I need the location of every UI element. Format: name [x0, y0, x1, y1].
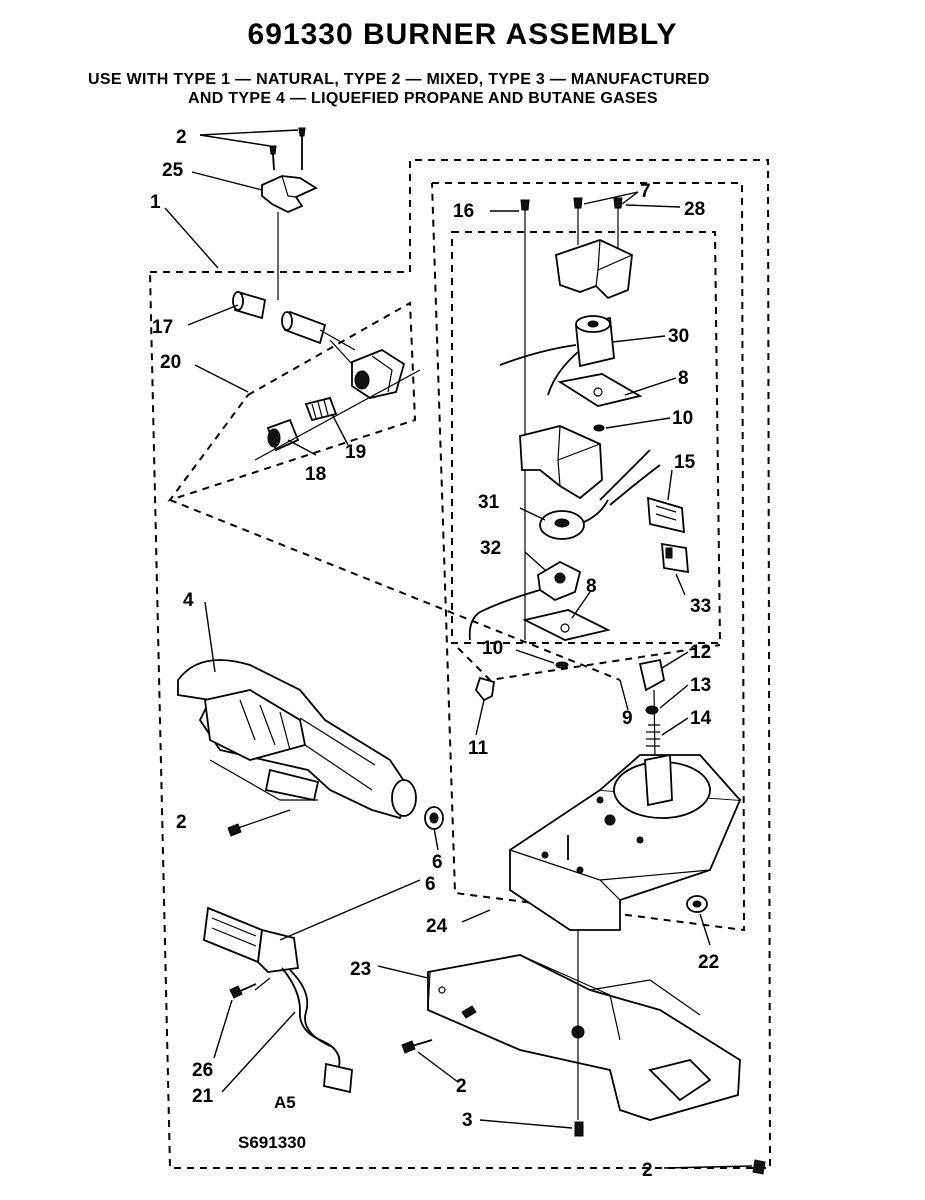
- part-orifice-18: [266, 418, 300, 452]
- part-labels: 2 25 1 17 20 18 19 16 7 28 30 8 10 15 31…: [150, 127, 719, 1181]
- label-18: 18: [305, 464, 326, 485]
- label-3: 3: [462, 1110, 473, 1131]
- label-8-upper: 8: [678, 368, 689, 389]
- label-11: 11: [468, 738, 489, 759]
- label-2-top: 2: [176, 127, 187, 148]
- label-13: 13: [690, 675, 711, 696]
- label-19: 19: [345, 442, 366, 463]
- label-20: 20: [160, 352, 181, 373]
- label-33: 33: [690, 596, 711, 617]
- label-23: 23: [350, 959, 371, 980]
- label-30: 30: [668, 326, 689, 347]
- label-14: 14: [690, 708, 712, 729]
- label-21: 21: [192, 1086, 214, 1107]
- screw-26: [229, 983, 257, 999]
- screw-2-lower: [401, 1039, 433, 1054]
- label-26: 26: [192, 1060, 213, 1081]
- label-1: 1: [150, 192, 161, 213]
- part-bracket-25: [261, 175, 318, 213]
- orifice-group-boundary: [167, 301, 417, 502]
- label-7: 7: [640, 181, 651, 202]
- nut-22: [686, 895, 708, 913]
- diagram-subtitle: USE WITH TYPE 1 — NATURAL, TYPE 2 — MIXE…: [88, 70, 848, 108]
- innermost-thermostat-boundary: [451, 231, 722, 644]
- label-8-lower: 8: [586, 576, 597, 597]
- part-top-bracket: [555, 239, 633, 300]
- clip-11: [474, 676, 496, 702]
- label-9: 9: [622, 708, 633, 729]
- washer-10-upper: [593, 424, 605, 432]
- screw-2-bottom: [752, 1159, 766, 1175]
- part-bracket-23: [427, 930, 741, 1121]
- label-16: 16: [453, 201, 474, 222]
- orifice-axis: [254, 369, 421, 461]
- inner-valve-boundary: [431, 182, 746, 932]
- part-tube-17: [232, 290, 356, 351]
- outer-assembly-boundary: [149, 159, 772, 1169]
- label-32: 32: [480, 538, 501, 559]
- label-2-lower: 2: [456, 1076, 467, 1097]
- part-fitting-6: [424, 806, 444, 830]
- screw-3: [574, 1121, 584, 1137]
- label-10-upper: 10: [672, 408, 693, 429]
- footer-code: A5: [274, 1093, 296, 1112]
- subtitle-line-1: USE WITH TYPE 1 — NATURAL, TYPE 2 — MIXE…: [88, 71, 710, 88]
- part-spring-19: [304, 396, 338, 422]
- label-17: 17: [152, 317, 173, 338]
- label-6-lower: 6: [425, 874, 436, 895]
- drawing-number: S691330: [238, 1133, 306, 1152]
- parts-12-13-14: [638, 658, 666, 761]
- part-orifice-holder-20: [329, 339, 406, 399]
- washer-10-lower: [555, 661, 569, 669]
- label-2-bottom: 2: [642, 1160, 653, 1181]
- screws-16-7-28: [520, 197, 623, 640]
- label-22: 22: [698, 952, 719, 973]
- part-mid-bracket: [519, 425, 603, 500]
- part-connector-33: [661, 542, 689, 574]
- part-connector-15: [647, 496, 685, 534]
- diagram-title: 691330 BURNER ASSEMBLY: [247, 18, 678, 51]
- label-10-lower: 10: [482, 638, 503, 659]
- label-28: 28: [684, 199, 705, 220]
- part-burner-4: [177, 659, 417, 820]
- label-24: 24: [426, 916, 448, 937]
- part-coil-30: [499, 315, 615, 396]
- diagonal-guide: [169, 499, 621, 681]
- part-plate-8-lower: [522, 609, 611, 641]
- part-valve-body-24: [509, 753, 742, 931]
- label-2-left: 2: [176, 812, 187, 833]
- label-15: 15: [674, 452, 696, 473]
- part-plate-8-upper: [557, 373, 643, 407]
- screw-2-top: [269, 127, 306, 171]
- label-31: 31: [478, 492, 500, 513]
- part-coil-31: [539, 499, 609, 540]
- label-25: 25: [162, 160, 184, 181]
- leader-lines: [164, 129, 753, 1169]
- wires-15: [599, 449, 661, 506]
- screw-2-left: [227, 809, 291, 837]
- label-4: 4: [183, 590, 194, 611]
- part-igniter-21: [203, 906, 353, 1094]
- subtitle-line-2: AND TYPE 4 — LIQUEFIED PROPANE AND BUTAN…: [188, 90, 658, 107]
- label-12: 12: [690, 642, 711, 663]
- part-32: [468, 560, 582, 641]
- label-6-upper: 6: [432, 852, 443, 873]
